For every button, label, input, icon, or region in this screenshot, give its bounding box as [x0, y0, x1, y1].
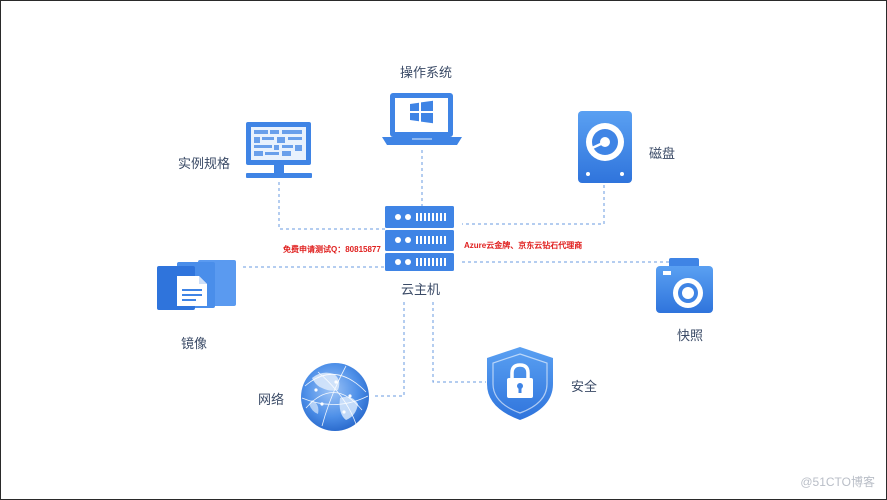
- label-network: 网络: [258, 392, 285, 407]
- label-security: 安全: [571, 379, 598, 394]
- monitor-icon: [246, 122, 312, 178]
- image-stack-icon: [157, 260, 236, 310]
- promo-right-text: Azure云金牌、京东云钻石代理商: [464, 241, 583, 250]
- link-spec: [278, 182, 385, 230]
- label-disk: 磁盘: [649, 146, 676, 161]
- watermark: @51CTO博客: [800, 475, 875, 489]
- windows-laptop-icon: [382, 93, 462, 145]
- label-spec: 实例规格: [178, 156, 231, 171]
- hard-disk-icon: [578, 111, 632, 183]
- label-host: 云主机: [401, 282, 441, 297]
- label-image: 镜像: [181, 336, 208, 351]
- server-rack-icon: [385, 206, 454, 271]
- camera-icon: [656, 258, 713, 313]
- link-security: [432, 302, 486, 383]
- shield-lock-icon: [487, 347, 553, 420]
- label-snapshot: 快照: [677, 328, 704, 343]
- promo-left-text: 免费申请测试Q：80815877: [283, 245, 381, 254]
- link-disk: [462, 185, 605, 225]
- globe-icon: [301, 363, 369, 431]
- connection-lines: [243, 150, 685, 397]
- link-network: [372, 302, 405, 397]
- link-snapshot: [462, 261, 685, 268]
- label-os: 操作系统: [400, 65, 453, 80]
